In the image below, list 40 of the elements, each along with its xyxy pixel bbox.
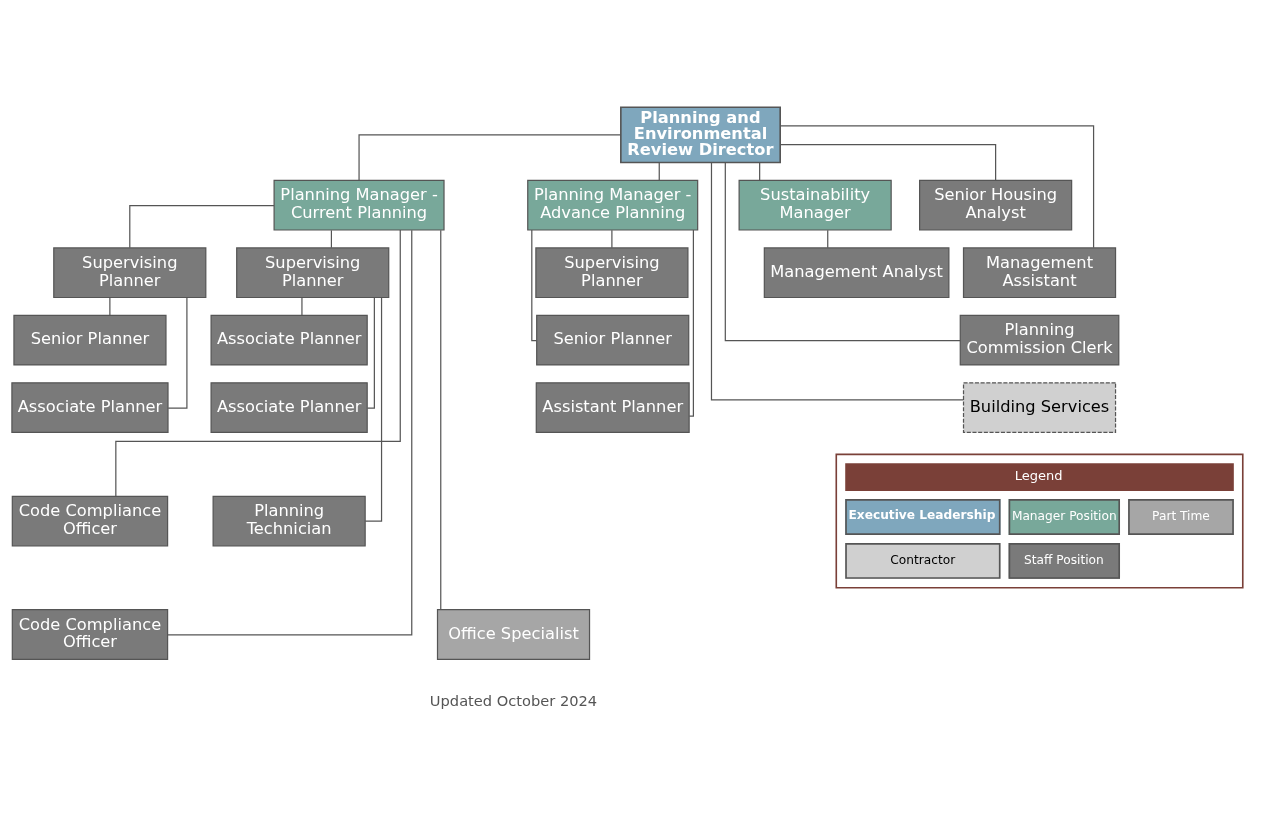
node-box: Sustainability Manager	[738, 179, 892, 231]
connector	[129, 205, 275, 249]
node-box: Building Services	[962, 382, 1117, 434]
node-box: Supervising Planner	[236, 247, 390, 299]
connector	[109, 297, 111, 316]
legend-label: Part Time	[1152, 508, 1210, 523]
connector	[301, 297, 303, 316]
node-box: Planning and Environmental Review Director	[620, 106, 781, 164]
node-box: Associate Planner	[210, 314, 368, 366]
node-box: Code Compliance Officer	[11, 609, 169, 660]
node-box: Associate Planner	[11, 382, 169, 434]
node-box: Planning Manager - Advance Planning	[527, 179, 699, 231]
connector	[167, 296, 188, 409]
node-box: Supervising Planner	[53, 247, 207, 299]
node-box: Office Specialist	[436, 609, 591, 660]
node-box: Management Analyst	[763, 247, 950, 299]
node-box: Planning Technician	[212, 495, 366, 547]
label: Updated October 2024	[429, 691, 598, 709]
connector	[688, 229, 694, 417]
connector	[366, 296, 375, 409]
connector	[779, 144, 997, 181]
node-box: Supervising Planner	[535, 247, 689, 299]
connector	[531, 229, 538, 342]
node-box: Management Assistant	[962, 247, 1117, 299]
connector	[440, 229, 442, 611]
node-box: Senior Housing Analyst	[919, 179, 1073, 231]
node-box: Planning Manager - Current Planning	[273, 179, 445, 231]
node-box: Assistant Planner	[535, 382, 690, 434]
legend-label: Manager Position	[1011, 508, 1117, 523]
legend-label: Staff Position	[1024, 552, 1104, 567]
node-box: Senior Planner	[13, 314, 167, 366]
node-box: Associate Planner	[210, 382, 368, 434]
node-box: Code Compliance Officer	[11, 495, 169, 547]
label: Legend	[1014, 468, 1063, 484]
node-box: Planning Commission Clerk	[959, 314, 1120, 366]
connector	[611, 229, 613, 249]
connector	[358, 134, 622, 181]
legend-label: Executive Leadership	[848, 508, 996, 523]
legend-label: Contractor	[890, 552, 956, 567]
node-box: Senior Planner	[536, 314, 690, 366]
